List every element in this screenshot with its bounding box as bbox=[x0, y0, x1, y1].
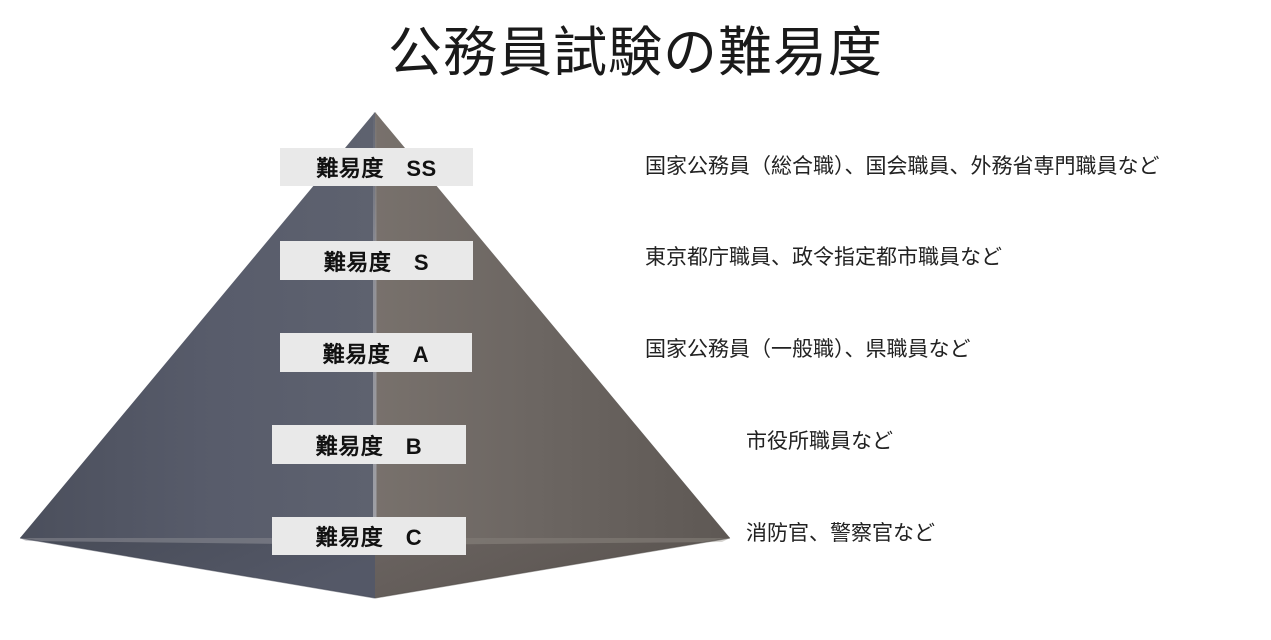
page-title: 公務員試験の難易度 bbox=[388, 23, 883, 83]
tier-label-c-text: 難易度 C bbox=[315, 525, 423, 550]
tier-label-s-text: 難易度 S bbox=[323, 249, 430, 275]
pyramid-center-ridge bbox=[373, 112, 377, 538]
tier-description-ss: 国家公務員（総合職）、国会職員、外務省専門職員など bbox=[645, 155, 1160, 178]
tier-label-ss-text: 難易度 SS bbox=[316, 156, 437, 181]
tier-description-c: 消防官、警察官など bbox=[746, 522, 935, 545]
tier-label-a-text: 難易度 A bbox=[322, 341, 430, 367]
tier-description-b: 市役所職員など bbox=[746, 430, 893, 453]
tier-description-a: 国家公務員（一般職）、県職員など bbox=[645, 338, 971, 361]
tier-description-s: 東京都庁職員、政令指定都市職員など bbox=[645, 246, 1002, 269]
tier-label-s[interactable]: 難易度 S bbox=[280, 241, 473, 280]
tier-label-b-text: 難易度 B bbox=[315, 433, 423, 459]
tier-label-a[interactable]: 難易度 A bbox=[280, 333, 472, 372]
pyramid-base-shadow-right bbox=[374, 537, 731, 599]
pyramid-graphic: 難易度 SS 難易度 S 難易度 A 難易度 B 難易度 C bbox=[19, 112, 731, 599]
tier-label-c[interactable]: 難易度 C bbox=[272, 517, 466, 555]
tier-label-ss[interactable]: 難易度 SS bbox=[280, 148, 473, 186]
tier-label-b[interactable]: 難易度 B bbox=[272, 425, 466, 464]
pyramid-base-shadow-left bbox=[19, 537, 376, 599]
